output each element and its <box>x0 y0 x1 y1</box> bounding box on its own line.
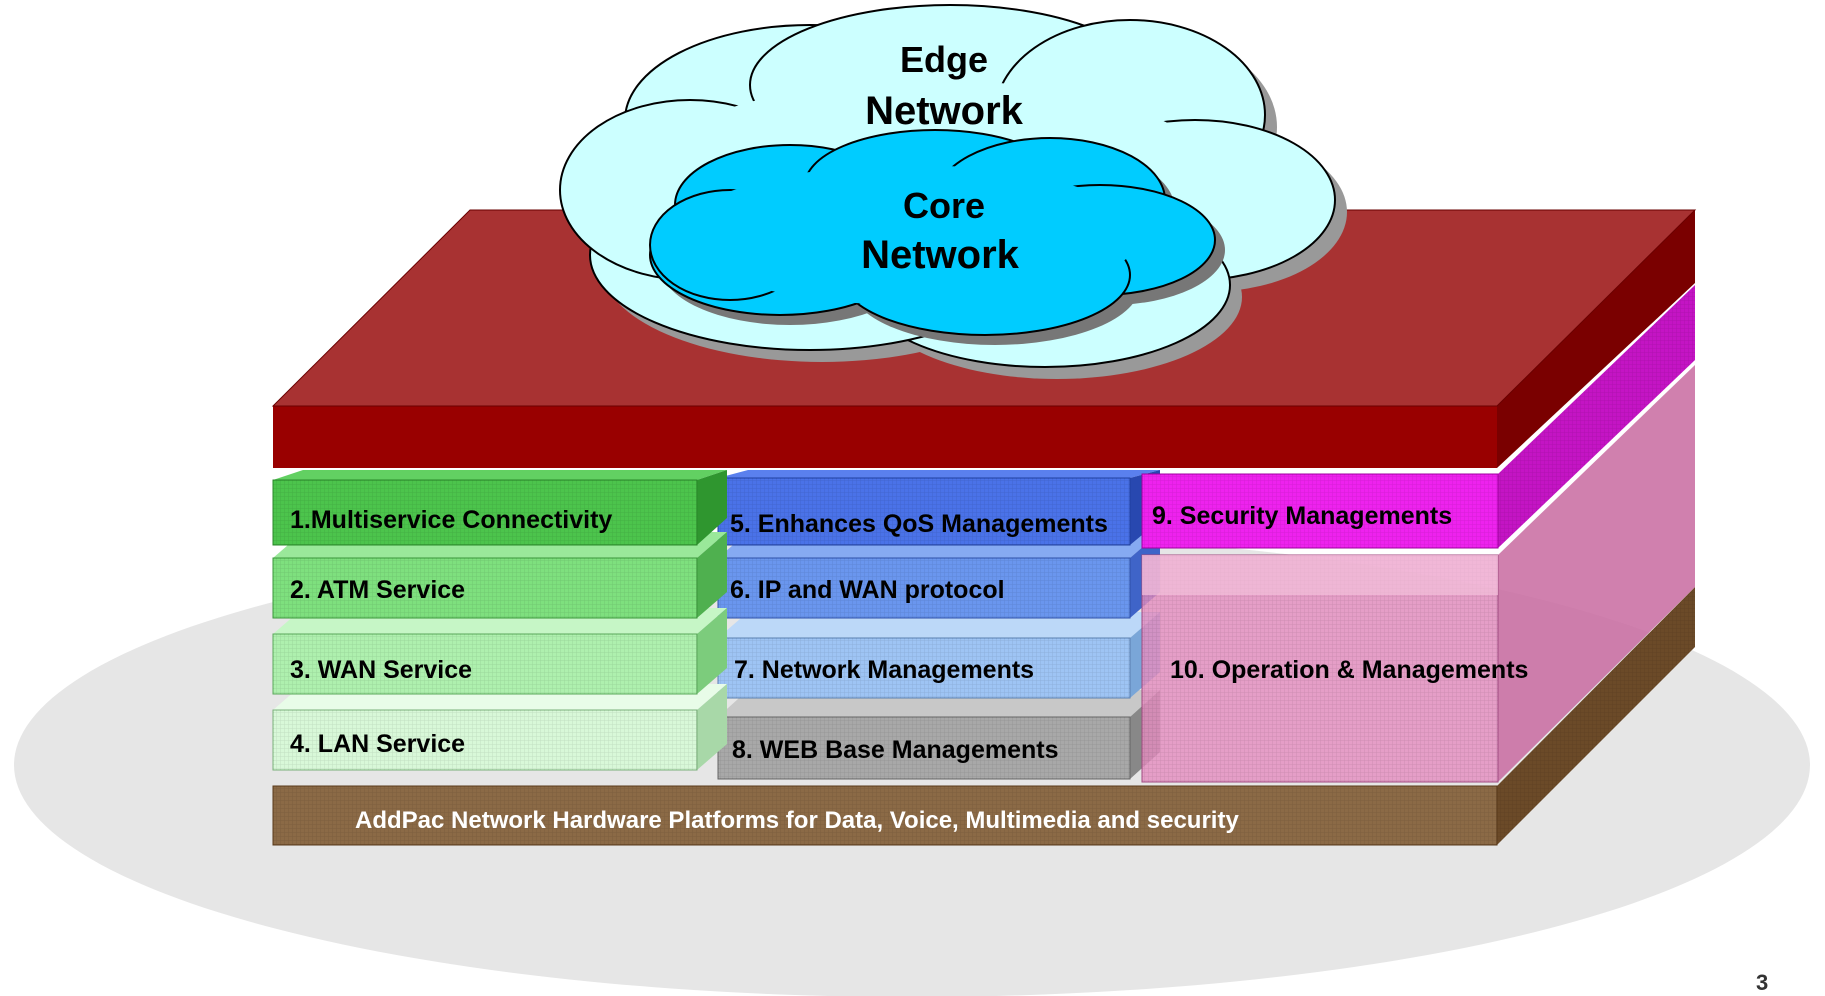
module-1-label: 1.Multiservice Connectivity <box>290 506 612 534</box>
core-network-label-line1: Core <box>903 185 985 226</box>
module-9-label: 9. Security Managements <box>1152 502 1452 530</box>
module-3-label: 3. WAN Service <box>290 656 472 684</box>
module-5-label: 5. Enhances QoS Managements <box>730 510 1108 538</box>
module-4-label: 4. LAN Service <box>290 730 465 758</box>
module-2-label: 2. ATM Service <box>290 576 465 604</box>
module-6-label: 6. IP and WAN protocol <box>730 576 1005 604</box>
module-10-label: 10. Operation & Managements <box>1170 656 1528 684</box>
platform-layer: AddPac Network Hardware Platforms for Da… <box>272 587 1695 846</box>
column-blue <box>717 470 1160 780</box>
page-number: 3 <box>1756 970 1768 995</box>
core-network-label-line2: Network <box>861 233 1020 277</box>
module-8-label: 8. WEB Base Managements <box>732 736 1059 764</box>
edge-network-label-line2: Network <box>865 89 1024 133</box>
module-7-label: 7. Network Managements <box>734 656 1034 684</box>
platform-label: AddPac Network Hardware Platforms for Da… <box>355 807 1239 834</box>
column-green <box>272 470 727 771</box>
column-magenta <box>1141 285 1695 783</box>
core-network-cloud <box>649 129 1225 345</box>
edge-network-label-line1: Edge <box>900 39 988 80</box>
